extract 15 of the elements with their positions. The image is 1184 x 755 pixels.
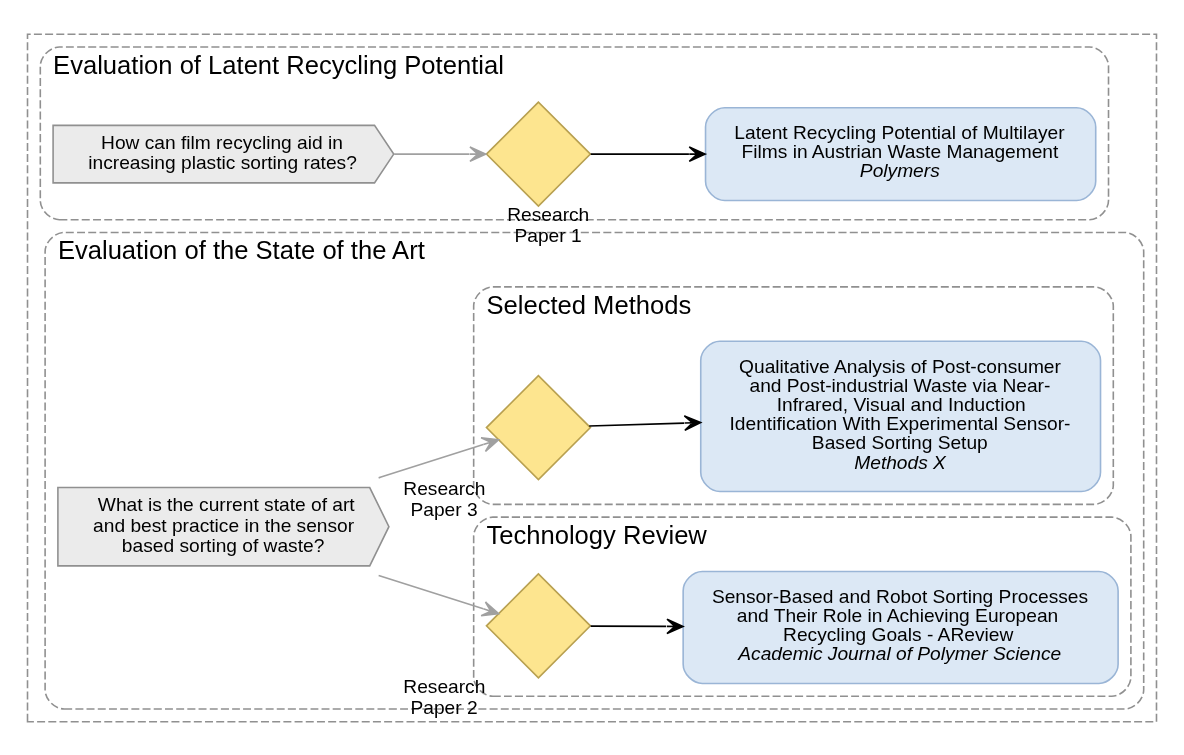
node-box: Sensor-Based and Robot Sorting Processes and Their Role in Achieving European Recycling Goals - AReview Academic Journal of Polymer Science	[682, 570, 1119, 684]
cluster	[26, 32, 1158, 723]
arrow	[589, 145, 707, 162]
arrow	[589, 617, 684, 634]
node-diamond	[485, 100, 592, 207]
node-diamond	[485, 572, 592, 679]
arrow	[588, 414, 702, 431]
arrow	[377, 574, 500, 616]
node-label: Research Paper 3	[403, 477, 486, 520]
node-box: Qualitative Analysis of Post-consumer and Post-industrial Waste via Near-Infrared, Visual and Induction Identification With Experimental Sensor-Based Sorting Setup Methods X	[699, 339, 1102, 492]
arrow	[377, 436, 500, 479]
node-diamond	[485, 373, 592, 481]
node-box: Latent Recycling Potential of Multilayer Films in Austrian Waste Management Polymers	[704, 106, 1097, 201]
arrow	[393, 145, 487, 162]
node-label: Research Paper 2	[403, 675, 486, 718]
